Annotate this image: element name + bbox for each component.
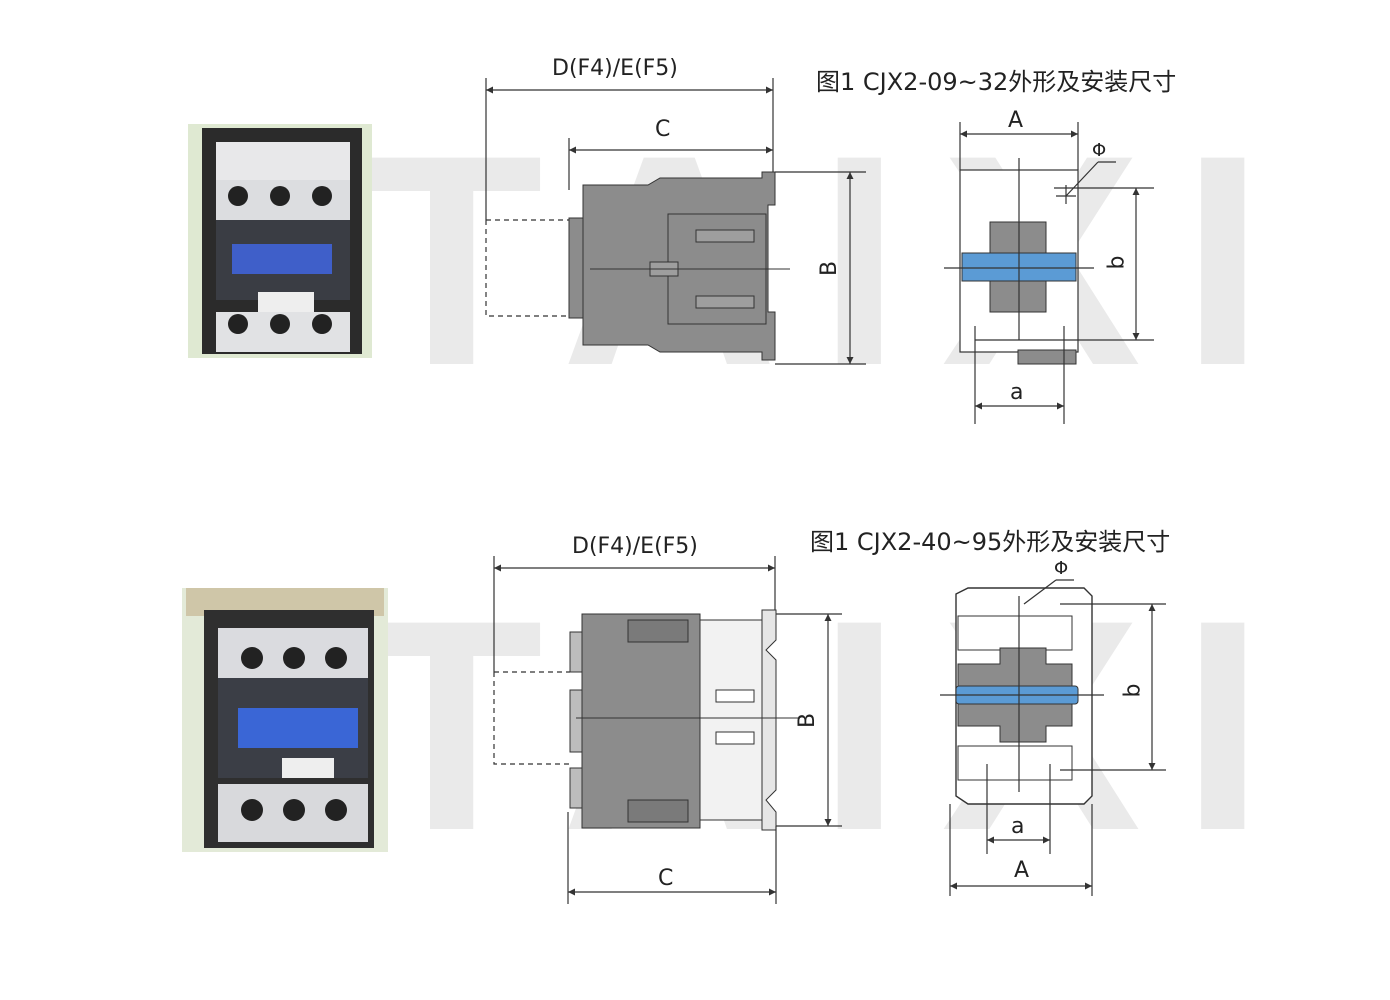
fig1-dim-phi-label: Φ [1092, 140, 1107, 161]
watermark-top: TAIXI [360, 92, 1305, 428]
fig2-dim-a-upper-label: A [1014, 858, 1030, 883]
fig2-dim-b-label: B [795, 712, 821, 729]
fig2-dim-B-C [567, 613, 842, 904]
contactor-photo-small [188, 124, 372, 358]
fig1-dim-c-label: C [655, 117, 671, 142]
fig1-dim-b-small-label: b [1104, 255, 1130, 270]
fig1-dim-B [775, 171, 866, 365]
fig2-dim-c-label: C [658, 866, 674, 891]
watermark-bottom: TAIXI [360, 557, 1305, 893]
fig2-side-dims [493, 556, 776, 765]
fig1-mount-view [944, 122, 1154, 424]
fig1-dim-b-label: B [817, 260, 843, 277]
fig1-dim-a-upper-label: A [1008, 108, 1024, 133]
fig1-dim-top-label: D(F4)/E(F5) [552, 56, 678, 81]
fig2-caption: 图1 CJX2-40~95外形及安装尺寸 [810, 528, 1171, 556]
fig2-side-body [569, 609, 800, 831]
fig1-side-body [568, 171, 790, 361]
fig2-mount-view [940, 579, 1166, 896]
fig2-dim-a-lower-label: a [1011, 814, 1025, 839]
fig1-caption: 图1 CJX2-09~32外形及安装尺寸 [816, 68, 1177, 96]
fig2-dim-phi-label: Φ [1054, 558, 1069, 579]
fig1-dim-a-lower-label: a [1010, 380, 1024, 405]
fig2-dim-b-small-label: b [1120, 683, 1146, 698]
fig1-side-view [485, 78, 774, 317]
contactor-photo-large [182, 588, 388, 852]
fig2-dim-top-label: D(F4)/E(F5) [572, 534, 698, 559]
